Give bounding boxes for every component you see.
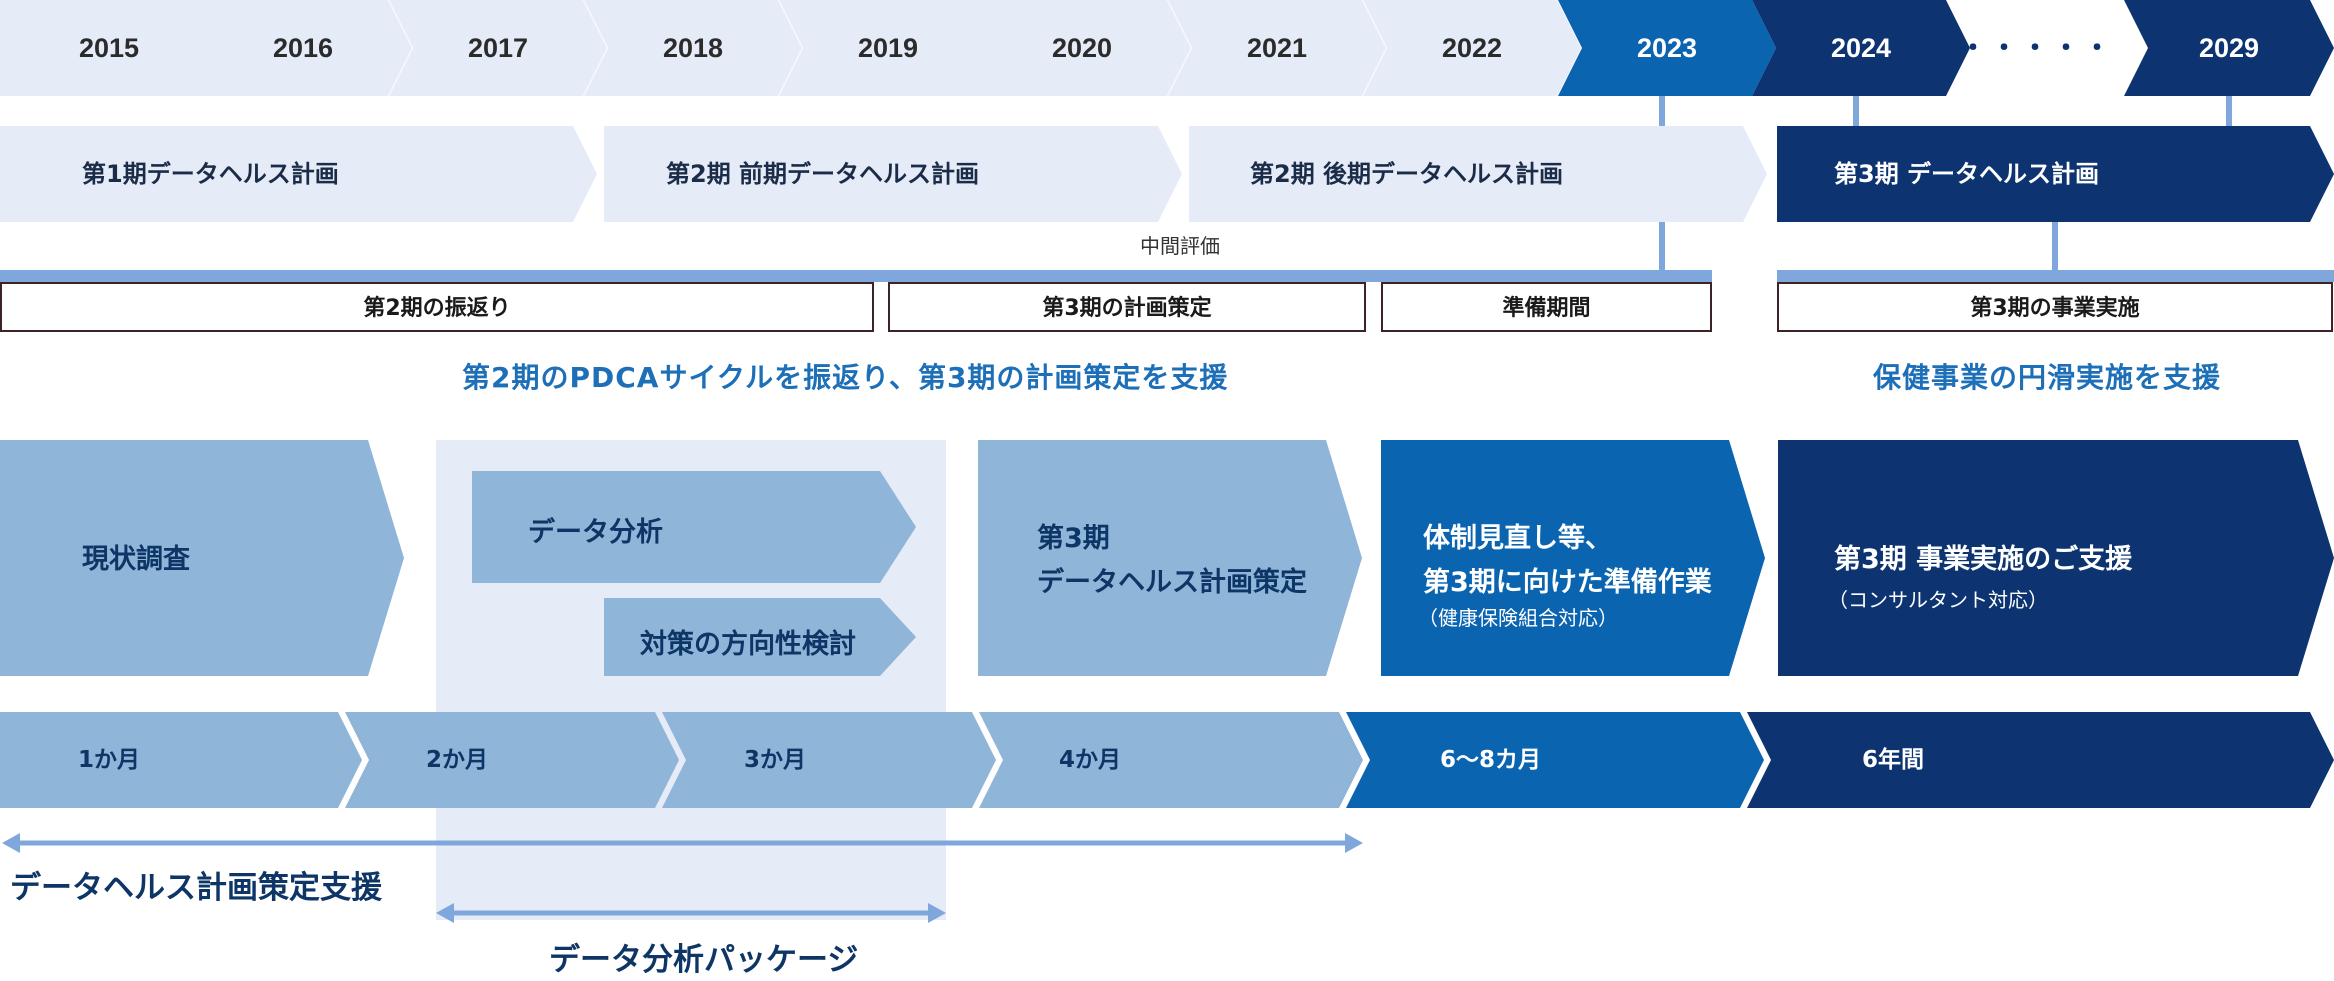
prep-label-1: 体制見直し等、 (1423, 523, 1612, 554)
prep-block (1381, 440, 1765, 676)
prep-note: （健康保険組合対応） (1418, 606, 1618, 630)
phase-2b-arrow (1189, 126, 1767, 222)
analysis-package-label: データ分析パッケージ (549, 942, 859, 978)
plan-label-1: 第3期 (1037, 523, 1110, 554)
plan-block (978, 440, 1362, 676)
duration-6: 6年間 (1862, 747, 1925, 773)
year-chevron-2 (389, 0, 607, 96)
year-8: 2023 (1636, 33, 1698, 63)
year-5: 2020 (1051, 33, 1113, 63)
phase-3-arrow (1777, 126, 2334, 222)
phase-1-label: 第1期データヘルス計画 (82, 160, 339, 188)
phase-2a-label: 第2期 前期データヘルス計画 (666, 160, 980, 188)
support-label-1: 第3期 事業実施のご支援 (1834, 544, 2133, 575)
duration-1: 1か月 (78, 747, 141, 773)
year-6: 2021 (1246, 33, 1308, 63)
year-2: 2017 (467, 33, 529, 63)
analysis-block (472, 471, 916, 583)
phase-2a-arrow (604, 126, 1182, 222)
stage-bar-left (0, 270, 1712, 282)
plan-support-arrow-head-left (2, 833, 20, 853)
phase-1-arrow (0, 126, 597, 222)
plan-label-2: データヘルス計画策定 (1037, 567, 1307, 598)
duration-chevron-4 (979, 712, 1363, 808)
analysis-package-arrow-head-right (928, 903, 946, 923)
connector-2029 (2226, 96, 2232, 126)
year-ellipsis: ・・・・・ (1959, 33, 2115, 63)
year-chevron-6 (1168, 0, 1386, 96)
analysis-label: データ分析 (528, 517, 663, 548)
duration-chevron-3 (662, 712, 996, 808)
duration-4: 4か月 (1059, 747, 1122, 773)
phase-2b-label: 第2期 後期データヘルス計画 (1250, 160, 1564, 188)
connector-2024 (1853, 96, 1859, 126)
year-3: 2018 (662, 33, 724, 63)
prep-label-2: 第3期に向けた準備作業 (1423, 567, 1712, 598)
duration-chevron-1 (0, 712, 362, 808)
survey-label: 現状調査 (82, 544, 190, 575)
year-chevron-8 (1558, 0, 1776, 96)
connector-phase3 (2052, 222, 2058, 272)
policy-block (604, 598, 916, 676)
year-chevron-9 (1752, 0, 1970, 96)
year-11: 2029 (2198, 33, 2260, 63)
subtitle-right: 保健事業の円滑実施を支援 (1873, 361, 2222, 394)
support-block (1778, 440, 2334, 676)
year-chevron-3 (584, 0, 802, 96)
stage-prep: 準備期間 (1381, 282, 1712, 332)
duration-3: 3か月 (744, 747, 807, 773)
year-chevron-4 (779, 0, 997, 96)
support-note: （コンサルタント対応） (1828, 588, 2048, 612)
stage-bar-right (1777, 270, 2334, 282)
year-4: 2019 (857, 33, 919, 63)
stage-planning: 第3期の計画策定 (888, 282, 1366, 332)
policy-label: 対策の方向性検討 (640, 629, 856, 660)
year-1: 2016 (272, 33, 334, 63)
duration-chevron-2 (345, 712, 679, 808)
year-chevron-1 (194, 0, 412, 96)
year-7: 2022 (1441, 33, 1503, 63)
year-9: 2024 (1830, 33, 1892, 63)
duration-chevron-5 (1346, 712, 1764, 808)
phase-3-label: 第3期 データヘルス計画 (1834, 160, 2100, 188)
year-chevron-2029 (2124, 0, 2334, 96)
duration-2: 2か月 (426, 747, 489, 773)
plan-support-label: データヘルス計画策定支援 (10, 870, 382, 906)
year-chevron-7 (1363, 0, 1581, 96)
duration-5: 6〜8カ月 (1440, 747, 1542, 773)
stage-review: 第2期の振返り (0, 282, 874, 332)
year-0: 2015 (78, 33, 140, 63)
duration-chevron-6 (1747, 712, 2334, 808)
year-chevron-5 (973, 0, 1191, 96)
midterm-label: 中間評価 (1140, 234, 1220, 258)
analysis-package-arrow-head-left (436, 903, 454, 923)
year-chevron-0 (0, 0, 218, 96)
stage-implementation: 第3期の事業実施 (1777, 282, 2333, 332)
survey-block (0, 440, 404, 676)
subtitle-left: 第2期のPDCAサイクルを振返り、第3期の計画策定を支援 (462, 361, 1229, 394)
plan-support-arrow-head-right (1345, 833, 1363, 853)
